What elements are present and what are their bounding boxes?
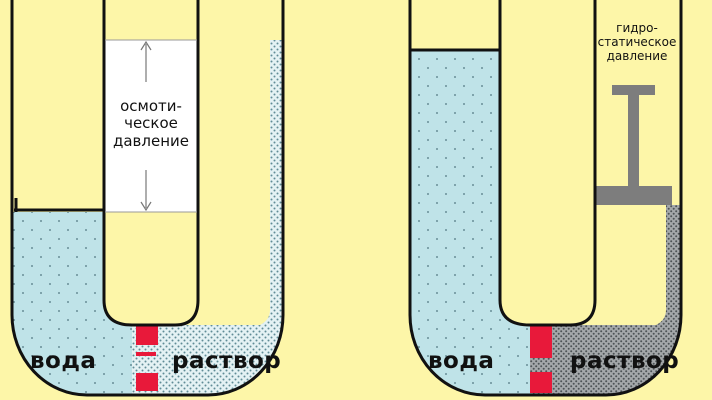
hydrostatic-pressure-label: гидро- статическое давление bbox=[592, 21, 682, 63]
piston-handle bbox=[612, 85, 655, 95]
osmotic-label-line3: давление bbox=[112, 131, 189, 150]
solution-label-right: раствор bbox=[570, 348, 680, 374]
water-label-left: вода bbox=[30, 348, 97, 374]
piston-plate bbox=[594, 186, 672, 205]
right-tube-outer bbox=[408, 0, 683, 397]
piston-rod bbox=[628, 92, 639, 187]
membrane-segment bbox=[136, 325, 158, 345]
membrane-segment-right bbox=[530, 325, 552, 358]
right-tube-inner bbox=[498, 0, 597, 327]
left-tube-outer bbox=[10, 0, 285, 397]
hydrostatic-label-line1: гидро- bbox=[616, 21, 658, 35]
hydrostatic-label-line3: давление bbox=[606, 48, 668, 63]
solution-label-left: раствор bbox=[172, 348, 282, 374]
hydrostatic-label-line2: статическое bbox=[597, 34, 677, 49]
osmotic-pressure-label: осмоти- ческое давление bbox=[104, 97, 198, 150]
osmotic-label-line1: осмоти- bbox=[120, 97, 182, 115]
water-label-right: вода bbox=[428, 348, 495, 374]
osmotic-label-line2: ческое bbox=[124, 114, 178, 133]
